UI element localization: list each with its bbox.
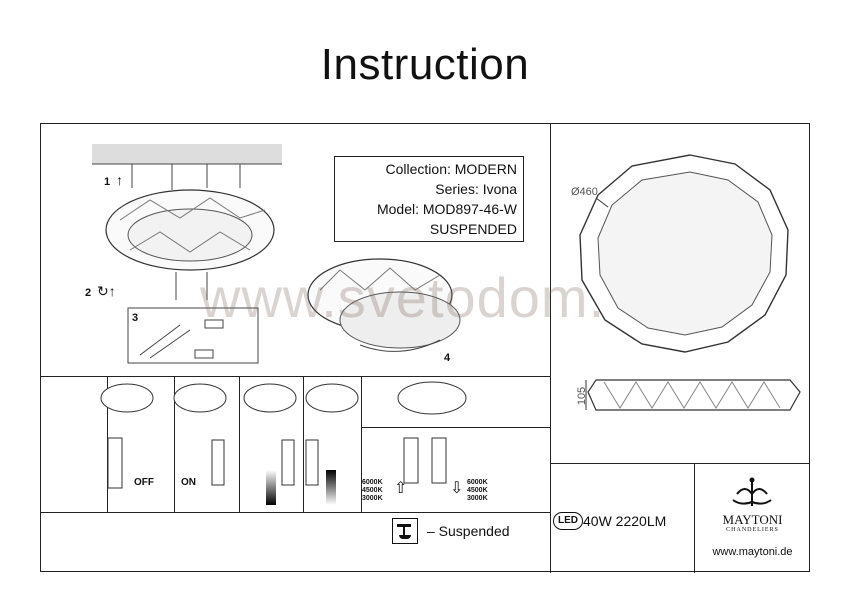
cct-a-4500: 4500K bbox=[362, 487, 383, 494]
divider-right bbox=[550, 463, 810, 464]
brand-subtitle: CHANDELIERS bbox=[726, 527, 779, 533]
watermark-text: www.svetodom.ru bbox=[200, 266, 657, 329]
up-arrow-icon: ↑ bbox=[116, 172, 123, 188]
rotate-icon: ↻↑ bbox=[97, 283, 116, 299]
cct-b-3000: 3000K bbox=[467, 495, 488, 502]
cct-b-6000: 6000K bbox=[467, 479, 488, 486]
led-badge: LED bbox=[553, 512, 583, 530]
cct-a-6000: 6000K bbox=[362, 479, 383, 486]
diameter-label: Ø460 bbox=[571, 186, 598, 198]
power-spec: 40W 2220LM bbox=[583, 513, 667, 529]
brand-website: www.maytoni.de bbox=[712, 546, 793, 558]
side-view-drawing bbox=[585, 379, 801, 411]
step-4-label: 4 bbox=[444, 352, 451, 364]
page-title: Instruction bbox=[320, 40, 530, 89]
top-view-drawing bbox=[579, 154, 789, 353]
product-info-box: Collection: MODERN Series: Ivona Model: … bbox=[334, 156, 524, 242]
switch-illustrations bbox=[107, 437, 447, 505]
suspended-label: – Suspended bbox=[427, 523, 510, 539]
cct-b-4500: 4500K bbox=[467, 487, 488, 494]
divider-cct bbox=[361, 427, 550, 428]
divider-brand bbox=[694, 463, 695, 573]
cct-a-3000: 3000K bbox=[362, 495, 383, 502]
suspended-icon bbox=[392, 518, 418, 544]
arrow-up-icon: ⇧ bbox=[394, 480, 408, 497]
lamp-illustration-tilted bbox=[307, 258, 461, 352]
ceiling-hatch bbox=[92, 144, 282, 165]
mount-text: SUSPENDED bbox=[429, 221, 517, 237]
lamp-illustration-top bbox=[105, 189, 275, 271]
divider-col2 bbox=[174, 376, 175, 512]
divider-col3 bbox=[239, 376, 240, 512]
step-1-label: 1 bbox=[104, 176, 111, 188]
collection-text: Collection: MODERN bbox=[385, 161, 517, 177]
divider-col4 bbox=[303, 376, 304, 512]
arrow-down-icon: ⇩ bbox=[450, 480, 464, 497]
dim-down-gradient bbox=[266, 470, 276, 505]
on-label: ON bbox=[181, 477, 196, 488]
cct-list-a: 6000K 4500K 3000K bbox=[362, 479, 383, 503]
divider-modes bbox=[41, 376, 550, 377]
step-2-label: 2 bbox=[85, 287, 92, 299]
divider-legend bbox=[41, 512, 550, 513]
installation-illustration bbox=[92, 144, 461, 364]
cct-list-b: 6000K 4500K 3000K bbox=[467, 479, 488, 503]
dim-up-gradient bbox=[326, 470, 336, 505]
off-label: OFF bbox=[134, 477, 154, 488]
brand-logo-ornament bbox=[732, 477, 772, 506]
height-label: 105 bbox=[576, 386, 589, 406]
mode-lamp-row bbox=[100, 381, 467, 415]
wiring-illustration bbox=[127, 307, 259, 364]
brand-name: MAYTONI bbox=[722, 512, 783, 527]
step-3-label: 3 bbox=[132, 312, 139, 324]
divider-col5 bbox=[361, 376, 362, 512]
series-text: Series: Ivona bbox=[435, 181, 517, 197]
divider-main bbox=[550, 124, 551, 573]
model-text: Model: MOD897-46-W bbox=[376, 201, 517, 217]
